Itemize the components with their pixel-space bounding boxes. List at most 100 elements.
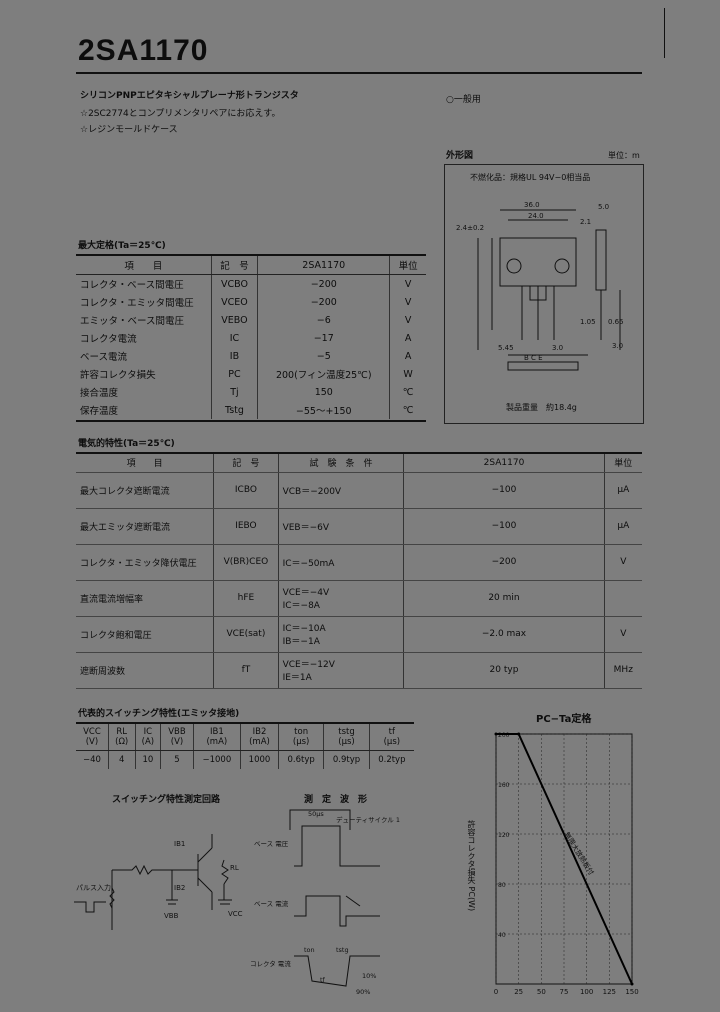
col-header: 記 号 [210,256,258,275]
dim-label: 36.0 [524,201,540,209]
cell-unit: V [389,274,426,293]
wave-label-50us: 50μs [308,810,324,818]
cell-sym: Tj [210,383,258,401]
cell-value: −2.0 max [403,616,605,653]
cell-item: 接合温度 [80,388,119,399]
condition-line: VEB＝−6V [282,522,330,533]
dim-label: 2.1 [580,218,591,226]
x-tick-label: 150 [625,988,638,996]
col-header: tstg (μs) [323,724,370,751]
cell-conditions: VCE＝−4V IC＝−8A [277,580,404,617]
wave-label-collector-current: コレクタ 電流 [250,959,291,968]
col-header: IB1 (mA) [192,724,241,751]
condition-line: IB＝−1A [282,637,320,647]
col-header: IB2 (mA) [240,724,279,751]
cell-item: 遮断周波数 [76,652,214,689]
circuit-label-ib1: IB1 [174,840,185,848]
outline-box [444,164,644,424]
chart-ylabel: 許容コレクタ損失 PC(W) [467,820,476,912]
col-header: tf (μs) [368,724,414,751]
wave-label-duty: デューティサイクル 1%以下 [336,815,400,824]
cell-val: −200 [257,274,390,293]
cell-unit: V [389,311,426,329]
col-header: 項 目 [76,256,212,275]
cell-val: −5 [257,347,390,365]
wave-label-tstg: tstg [336,946,349,954]
crop-mark [664,8,665,58]
x-tick-label: 50 [537,988,546,996]
cell-sym: Tstg [210,401,258,419]
cell-val: 200(フィン温度25℃) [257,365,390,383]
cell-unit: A [389,347,426,365]
table-row: 保存温度 Tstg−55〜+150℃ [76,401,426,419]
cell-conditions: IC＝−10A IB＝−1A [277,616,404,653]
col-header: RL (Ω) [107,724,136,751]
x-tick-label: 125 [603,988,616,996]
cell-unit: ℃ [389,401,426,419]
abs-max-top-rule [76,254,426,256]
cell-symbol: ICBO [213,472,279,509]
data-point [630,982,634,986]
measurement-waveform: 50μs デューティサイクル 1%以下 ベース 電圧 ベース 電流 コレクタ 電… [250,809,400,996]
col-header: 単位 [389,256,426,275]
cell-item: 最大エミッタ遮断電流 [76,508,214,545]
cell-conditions: VEB＝−6V [277,508,404,545]
wave-label-10pct: 10% [362,972,376,980]
circuit-label-ib2: IB2 [174,884,185,892]
cell-val: −6 [257,311,390,329]
cell-unit: V [603,544,642,581]
y-tick-label: 120 [498,832,510,839]
cell-value: −100 [403,508,605,545]
switching-top-rule [76,722,414,724]
wave-label-tf: tf [320,976,326,984]
switching-heading: 代表的スイッチング特性(エミッタ接地) [78,709,240,719]
col-header: 記 号 [213,454,279,473]
cell-item: 許容コレクタ損失 [80,370,156,381]
cell-unit: A [389,329,426,347]
cell-unit: ℃ [389,383,426,401]
part-number-title: 2SA1170 [78,34,209,67]
elec-heading: 電気的特性(Ta＝25℃) [78,439,175,449]
cell-item: 最大コレクタ遮断電流 [76,472,214,509]
wave-label-base-current: ベース 電流 [254,899,289,908]
cell-symbol: V(BR)CEO [213,544,279,581]
condition-line: VCE＝−4V [282,588,330,598]
col-header: VCC (V) [76,724,109,751]
x-tick-label: 100 [580,988,593,996]
cell-symbol: fT [213,652,279,689]
dim-label: 5.45 [498,344,514,352]
condition-line: IC＝−10A [282,624,326,634]
col-header: ton (μs) [277,724,324,751]
application-label: ○一般用 [446,95,481,105]
cell-unit: V [389,293,426,311]
outline-heading: 外形図 [446,151,474,161]
condition-line: IE＝1A [282,673,312,683]
cell-item: 保存温度 [80,406,119,417]
cell-sym: VCBO [210,274,258,293]
data-point [494,732,498,736]
col-header: 2SA1170 [257,256,390,275]
outline-unit: 単位：m [608,151,640,160]
dim-label: 2.4±0.2 [456,224,484,232]
dim-label: 3.0 [612,342,623,350]
cell-sym: PC [210,365,258,383]
cell-unit: μA [603,508,642,545]
condition-line: IC＝−8A [282,601,320,611]
chart-title: PC−Ta定格 [536,714,592,725]
cell-symbol: IEBO [213,508,279,545]
subtitle: シリコンPNPエピタキシャルプレーナ形トランジスタ [80,91,299,101]
cell-val: 150 [257,383,390,401]
title-rule [76,72,642,74]
cell-value: −1000 [192,750,241,769]
elec-top-rule [76,452,642,454]
wave-label-ton: ton [304,946,315,954]
col-header: 2SA1170 [403,454,605,473]
cell-val: −55〜+150 [257,401,390,419]
data-point [517,732,521,736]
